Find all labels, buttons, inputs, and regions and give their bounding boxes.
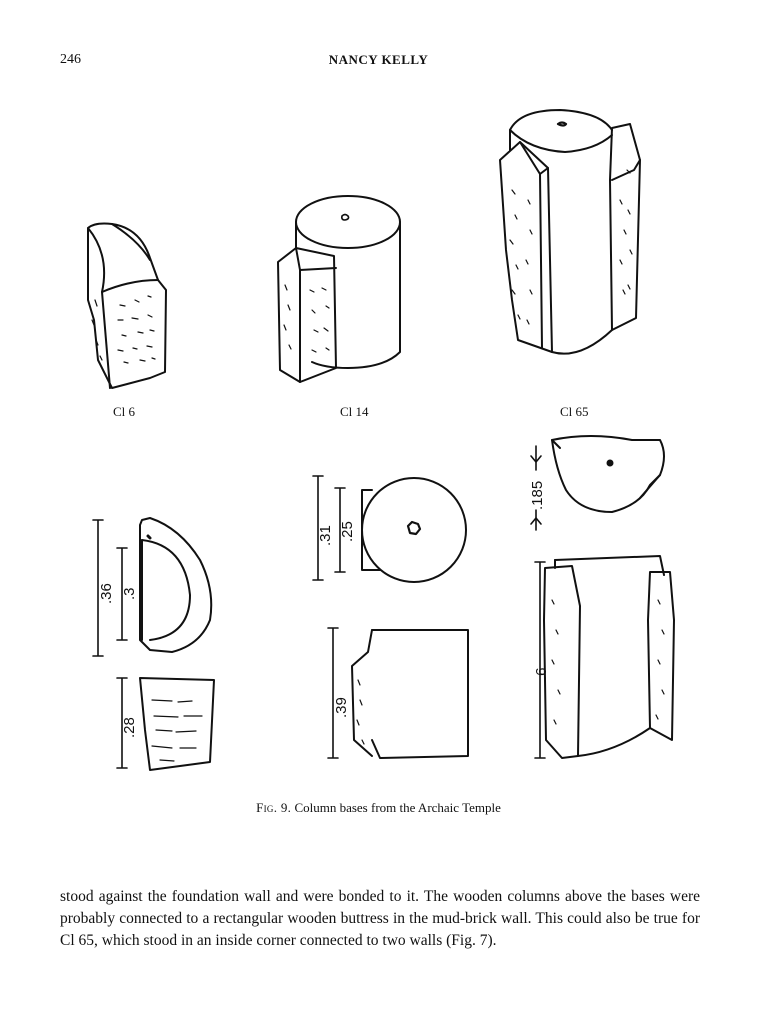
figure-caption-label: Fig. 9. — [256, 800, 292, 815]
body-text: stood against the foundation wall and we… — [60, 886, 700, 952]
body-paragraph: stood against the foundation wall and we… — [60, 888, 700, 949]
dim-cl6-outer: .36 — [98, 583, 115, 604]
running-head: NANCY KELLY — [328, 52, 429, 67]
dim-cl14-height: .39 — [333, 697, 350, 718]
dimension-lines — [92, 445, 546, 769]
cl14-plan-drawing — [361, 477, 467, 583]
dim-cl65-height: .6 — [533, 667, 550, 680]
figure-caption-text: Column bases from the Archaic Temple — [294, 800, 501, 815]
cl6-elevation-drawing — [139, 677, 215, 771]
cl65-plan-drawing — [551, 435, 665, 513]
label-cl6: Cl 6 — [113, 404, 136, 419]
dim-cl6-height: .28 — [121, 717, 138, 738]
cl65-perspective-drawing — [499, 109, 641, 355]
cl14-perspective-drawing — [277, 195, 401, 383]
dim-cl65-depth: .185 — [529, 481, 546, 510]
dim-cl14-inner: .25 — [339, 521, 356, 542]
cl6-perspective-drawing — [87, 222, 167, 389]
figure-caption: Fig. 9. Column bases from the Archaic Te… — [0, 800, 757, 816]
cl6-plan-drawing — [139, 517, 213, 653]
cl65-elevation-drawing — [543, 555, 675, 759]
label-cl14: Cl 14 — [340, 404, 369, 419]
label-cl65: Cl 65 — [560, 404, 589, 419]
page-number: 246 — [60, 52, 81, 67]
cl14-elevation-drawing — [351, 629, 469, 759]
dim-cl6-inner: .3 — [121, 587, 138, 600]
dim-cl14-outer: .31 — [317, 525, 334, 546]
